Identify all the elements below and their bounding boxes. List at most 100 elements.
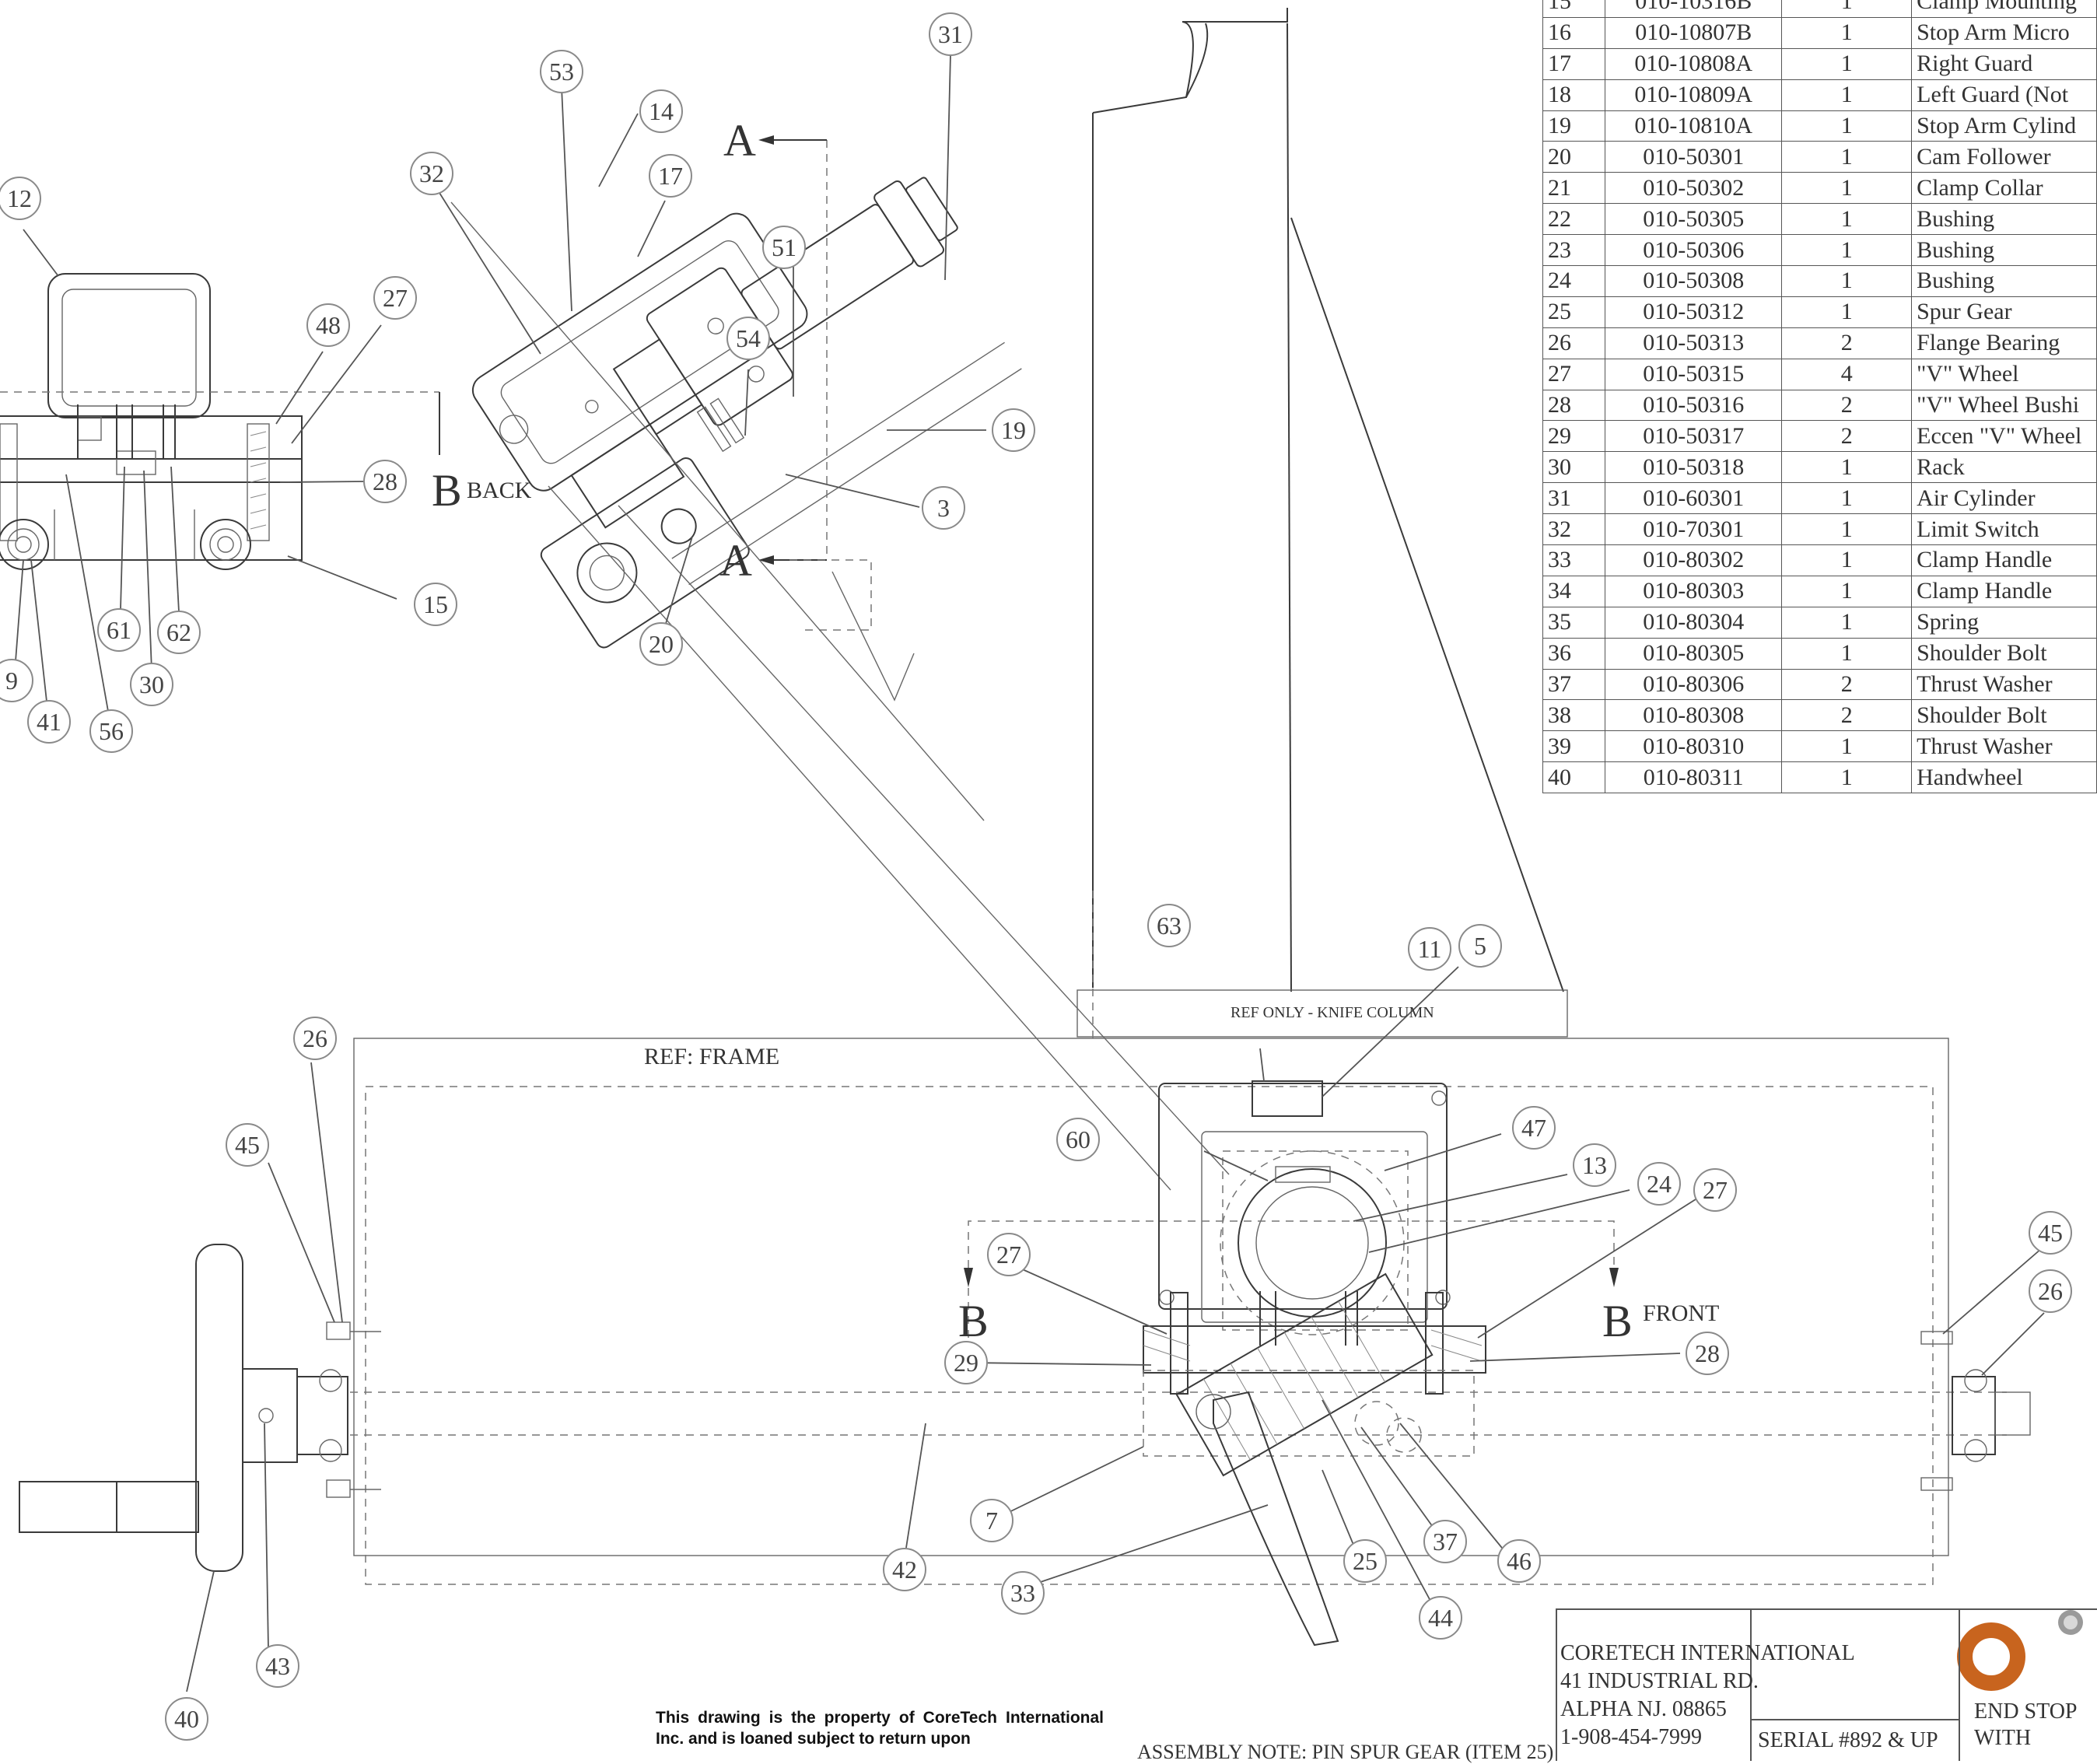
svg-text:7: 7 (985, 1507, 998, 1535)
balloon-28: 28 (363, 460, 407, 503)
bom-item-number: 28 (1542, 389, 1605, 422)
bom-description: Rack (1911, 451, 2097, 484)
svg-text:20: 20 (649, 630, 674, 658)
title-block (1556, 1608, 2097, 1761)
svg-text:12: 12 (7, 184, 32, 212)
bom-description: Thrust Washer (1911, 668, 2097, 701)
svg-text:45: 45 (235, 1131, 260, 1159)
balloon-26: 26 (293, 1017, 337, 1060)
svg-text:46: 46 (1507, 1547, 1532, 1575)
bom-quantity: 1 (1781, 234, 1913, 267)
balloon-31: 31 (929, 12, 972, 56)
svg-text:44: 44 (1428, 1604, 1453, 1632)
svg-text:41: 41 (37, 708, 61, 736)
balloon-12: 12 (0, 177, 41, 220)
bom-item-number: 37 (1542, 668, 1605, 701)
svg-text:15: 15 (423, 590, 448, 618)
bom-quantity: 1 (1781, 296, 1913, 328)
svg-text:13: 13 (1582, 1151, 1607, 1179)
bom-quantity: 1 (1781, 141, 1913, 173)
svg-text:5: 5 (1474, 932, 1486, 960)
bom-quantity: 1 (1781, 513, 1913, 546)
svg-text:29: 29 (954, 1349, 978, 1377)
svg-text:19: 19 (1001, 416, 1026, 444)
front-label: FRONT (1643, 1300, 1719, 1326)
balloon-20: 20 (639, 622, 683, 666)
balloon-7: 7 (970, 1499, 1013, 1542)
bom-description: Clamp Handle (1911, 575, 2097, 607)
bom-quantity: 1 (1781, 110, 1913, 142)
bom-quantity: 1 (1781, 637, 1913, 670)
bom-item-number: 15 (1542, 0, 1605, 18)
bom-part-number: 010-80311 (1604, 761, 1783, 794)
bom-part-number: 010-80308 (1604, 699, 1783, 732)
svg-text:30: 30 (139, 670, 164, 698)
bom-part-number: 010-10809A (1604, 79, 1783, 111)
bom-description: "V" Wheel Bushi (1911, 389, 2097, 422)
balloon-28b: 28 (1686, 1332, 1729, 1375)
address-line-2: ALPHA NJ. 08865 (1560, 1697, 1727, 1721)
bom-part-number: 010-50316 (1604, 389, 1783, 422)
balloon-9: 9 (0, 659, 33, 702)
balloon-17: 17 (649, 154, 692, 198)
balloons: 12 48 27 28 15 61 62 30 9 41 56 53 14 17… (0, 12, 2072, 1741)
section-label-a-bottom: A (719, 535, 752, 586)
balloon-27b: 27 (1693, 1168, 1737, 1212)
bom-item-number: 33 (1542, 544, 1605, 576)
balloon-43: 43 (256, 1644, 299, 1688)
svg-text:26: 26 (303, 1024, 327, 1052)
balloon-30: 30 (130, 663, 173, 706)
svg-text:27: 27 (383, 284, 408, 312)
balloon-53: 53 (540, 50, 583, 93)
bom-item-number: 40 (1542, 761, 1605, 794)
bom-part-number: 010-80305 (1604, 637, 1783, 670)
balloon-63: 63 (1147, 904, 1191, 947)
balloon-51: 51 (762, 226, 806, 269)
bom-item-number: 34 (1542, 575, 1605, 607)
svg-text:42: 42 (892, 1556, 917, 1584)
section-a-line (758, 135, 915, 702)
property-notice: This drawing is the property of CoreTech… (656, 1709, 1104, 1748)
phone-number: 1-908-454-7999 (1560, 1725, 1702, 1749)
bom-quantity: 1 (1781, 0, 1913, 18)
bom-quantity: 1 (1781, 172, 1913, 205)
bom-item-number: 29 (1542, 420, 1605, 453)
bom-item-number: 26 (1542, 327, 1605, 359)
bom-part-number: 010-70301 (1604, 513, 1783, 546)
balloon-32: 32 (410, 152, 453, 195)
drawing-title-line-2: WITH (1974, 1726, 2032, 1750)
bom-item-number: 25 (1542, 296, 1605, 328)
bom-description: Handwheel (1911, 761, 2097, 794)
svg-text:26: 26 (2038, 1277, 2063, 1305)
bom-quantity: 2 (1781, 389, 1913, 422)
bom-part-number: 010-80303 (1604, 575, 1783, 607)
knife-column-outline (1077, 8, 1568, 1042)
svg-text:54: 54 (736, 324, 761, 352)
svg-text:11: 11 (1418, 935, 1442, 963)
svg-text:62: 62 (166, 618, 191, 646)
bom-quantity: 1 (1781, 606, 1913, 639)
bom-item-number: 27 (1542, 358, 1605, 390)
section-label-a-top: A (723, 115, 756, 166)
bom-quantity: 2 (1781, 699, 1913, 732)
view-back-section (0, 273, 440, 570)
svg-text:31: 31 (938, 20, 963, 48)
bom-description: Air Cylinder (1911, 482, 2097, 515)
bom-description: Thrust Washer (1911, 730, 2097, 763)
bom-part-number: 010-10807B (1604, 16, 1783, 49)
svg-text:28: 28 (373, 467, 397, 495)
balloon-54: 54 (726, 317, 770, 360)
